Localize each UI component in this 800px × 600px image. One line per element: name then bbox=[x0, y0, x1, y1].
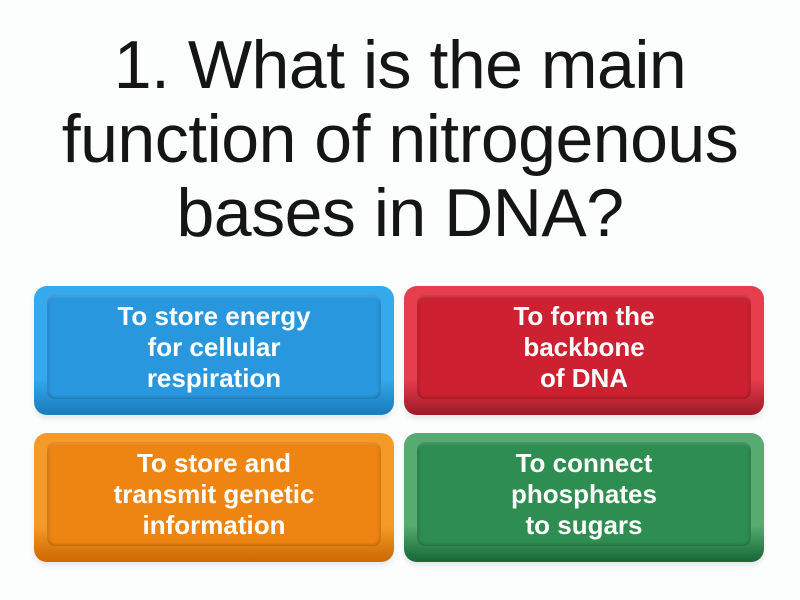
answer-label: To connect phosphates to sugars bbox=[511, 447, 657, 540]
answer-button-green[interactable]: To connect phosphates to sugars bbox=[404, 433, 764, 562]
answers-grid: To store energy for cellular respiration… bbox=[34, 286, 764, 562]
answer-button-face: To store and transmit genetic informatio… bbox=[47, 442, 381, 546]
answer-button-face: To connect phosphates to sugars bbox=[417, 442, 751, 546]
answer-button-blue[interactable]: To store energy for cellular respiration bbox=[34, 286, 394, 415]
answer-button-face: To form the backbone of DNA bbox=[417, 295, 751, 399]
answer-button-red[interactable]: To form the backbone of DNA bbox=[404, 286, 764, 415]
answer-button-face: To store energy for cellular respiration bbox=[47, 295, 381, 399]
question-title: 1. What is the main function of nitrogen… bbox=[61, 27, 739, 251]
answer-button-orange[interactable]: To store and transmit genetic informatio… bbox=[34, 433, 394, 562]
answer-label: To form the backbone of DNA bbox=[513, 300, 655, 393]
answer-label: To store and transmit genetic informatio… bbox=[113, 447, 315, 540]
answer-label: To store energy for cellular respiration bbox=[117, 300, 311, 393]
